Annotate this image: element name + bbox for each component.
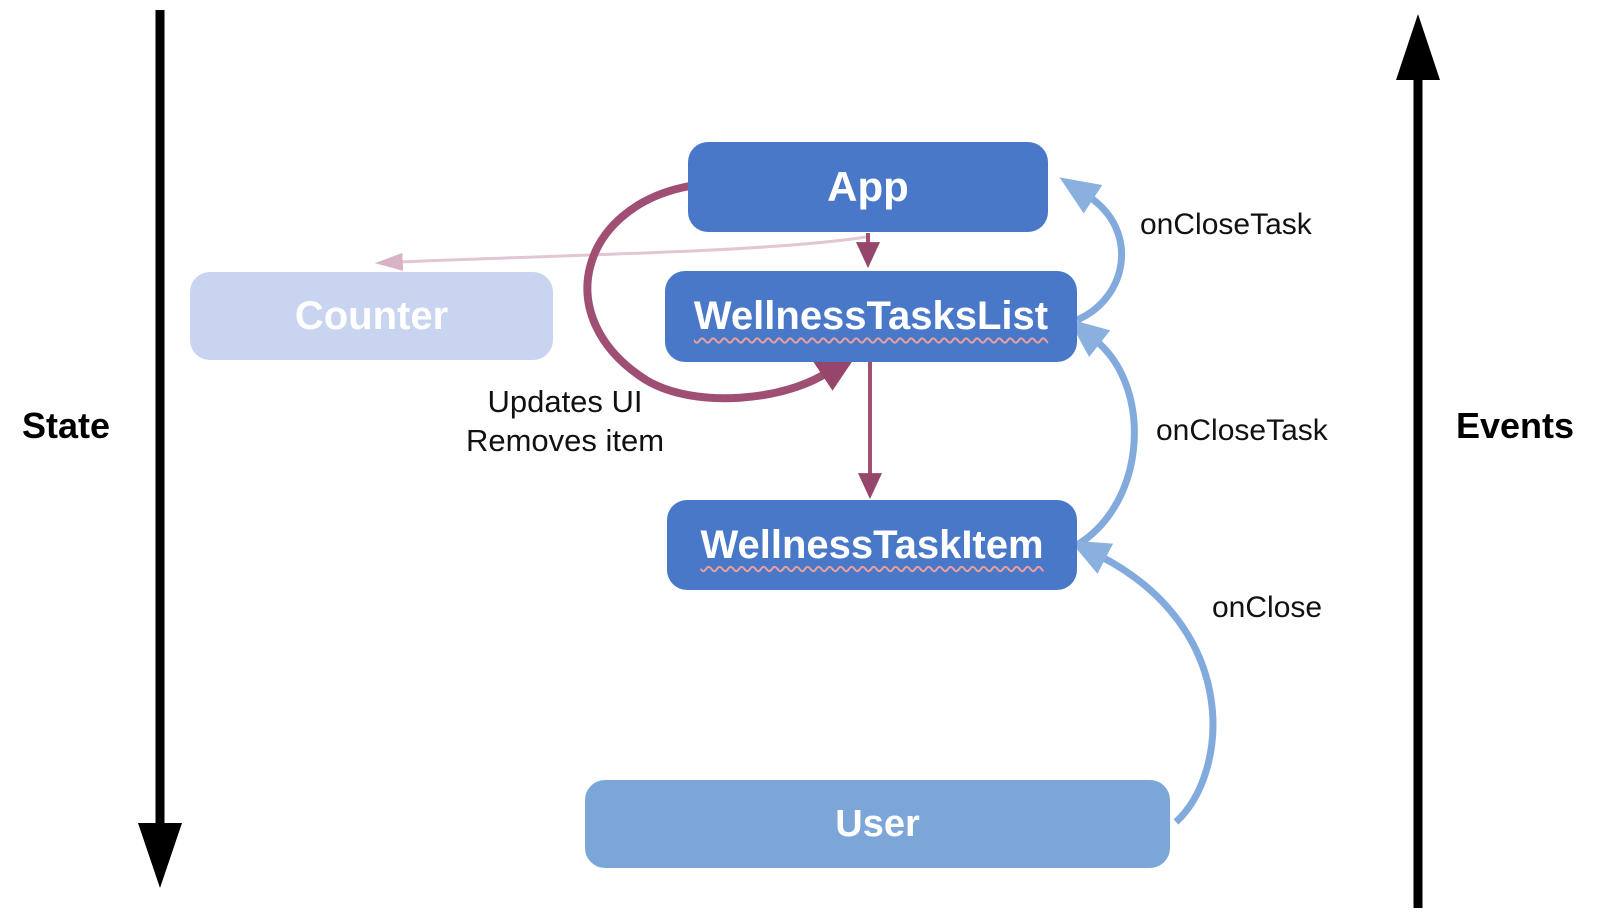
node-user: User <box>585 780 1170 868</box>
edge-user-to-item-event <box>1069 540 1217 825</box>
edge-item-to-list-event <box>1068 318 1138 548</box>
edge-app-loop-to-list <box>583 182 860 403</box>
edge-label-onclosetask-middle: onCloseTask <box>1156 414 1328 447</box>
node-app: App <box>688 142 1048 232</box>
edge-list-to-app-event <box>1059 177 1126 324</box>
state-axis-arrow <box>138 10 182 888</box>
state-note-line1: Updates UI <box>487 384 643 419</box>
node-counter-label: Counter <box>294 293 449 338</box>
node-wellness-tasks-list-label: WellnessTasksList <box>693 294 1049 338</box>
node-app-label: App <box>827 163 909 210</box>
node-counter: Counter <box>190 272 553 360</box>
events-axis-arrow <box>1396 14 1440 908</box>
state-note: Updates UI Removes item <box>440 382 690 460</box>
edge-app-to-counter <box>374 235 867 271</box>
edge-label-onclosetask-top: onCloseTask <box>1140 208 1312 241</box>
events-axis-label: Events <box>1456 405 1575 446</box>
node-user-label: User <box>835 802 920 845</box>
node-wellness-tasks-list: WellnessTasksList <box>665 271 1077 362</box>
state-note-line2: Removes item <box>465 423 665 458</box>
node-wellness-task-item-label: WellnessTaskItem <box>700 522 1044 567</box>
state-axis-label: State <box>22 405 111 446</box>
edge-label-onclose: onClose <box>1212 591 1323 624</box>
node-wellness-task-item: WellnessTaskItem <box>667 500 1077 590</box>
